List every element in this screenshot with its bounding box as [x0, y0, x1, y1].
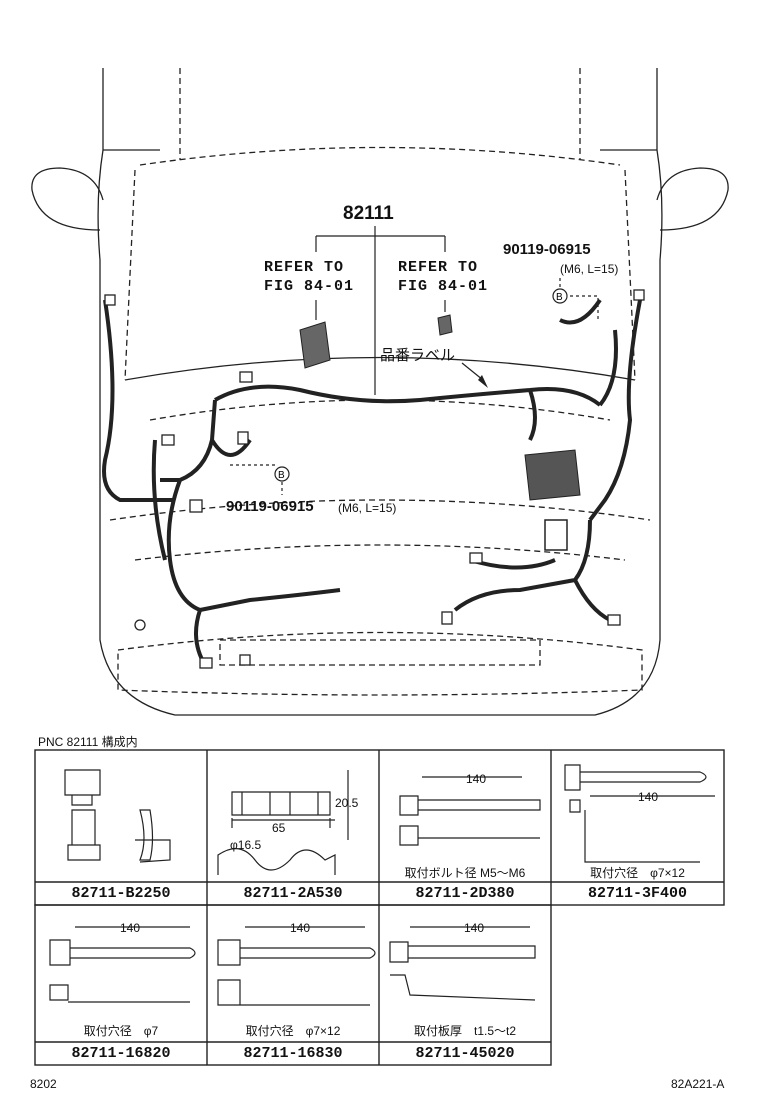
table-title: PNC 82111 構成内 — [38, 735, 138, 749]
dim-140-c7: 140 — [464, 921, 485, 935]
note-c5: 取付穴径 φ7 — [83, 1024, 159, 1038]
bolt-mid-spec: (M6, L=15) — [338, 501, 397, 515]
pn-82711-B2250: 82711-B2250 — [71, 885, 171, 902]
dim-140-c3: 140 — [466, 772, 487, 786]
footer-figure-code: 82A221-A — [671, 1077, 725, 1091]
parts-table-grid — [34, 749, 725, 1066]
pn-82711-2D380: 82711-2D380 — [415, 885, 515, 902]
bolt-top-part-number: 90119-06915 — [503, 241, 591, 258]
pn-82711-45020: 82711-45020 — [415, 1045, 515, 1062]
refer-left-line1: REFER TO — [264, 259, 345, 276]
bolt-top-spec: (M6, L=15) — [560, 262, 619, 276]
pn-82711-16830: 82711-16830 — [243, 1045, 343, 1062]
dim-140-c5: 140 — [120, 921, 141, 935]
refer-left-line2: FIG 84-01 — [264, 278, 355, 295]
clip-sketches — [49, 764, 715, 1006]
marker-b-top-letter: B — [556, 292, 563, 303]
right-mirror — [656, 167, 729, 231]
pn-82711-2A530: 82711-2A530 — [243, 885, 343, 902]
note-c3: 取付ボルト径 M5～M6 — [404, 866, 526, 880]
relay-block-left — [299, 321, 331, 369]
refer-right-line2: FIG 84-01 — [398, 278, 489, 295]
pn-82711-3F400: 82711-3F400 — [587, 885, 688, 902]
dim-140-c6: 140 — [290, 921, 311, 935]
footer-page-code: 8202 — [30, 1077, 57, 1091]
dim-65: 65 — [272, 821, 286, 835]
pn-82711-16820: 82711-16820 — [71, 1045, 171, 1062]
dim-140-c4: 140 — [638, 790, 659, 804]
note-c7: 取付板厚 t1.5～t2 — [413, 1024, 517, 1038]
left-mirror — [31, 167, 104, 231]
marker-b-mid — [274, 466, 290, 482]
dim-20-5: 20.5 — [335, 796, 359, 810]
note-c6: 取付穴径 φ7×12 — [245, 1024, 341, 1038]
dim-phi16-5: φ16.5 — [230, 838, 262, 852]
part-number-label-jp: 品番ラベル — [380, 347, 456, 364]
main-part-number: 82111 — [343, 203, 394, 224]
relay-block-right — [437, 314, 453, 336]
marker-b-top — [552, 288, 568, 304]
relay-box — [524, 449, 581, 501]
note-c4: 取付穴径 φ7×12 — [590, 866, 685, 880]
car-body-outline — [97, 68, 663, 716]
marker-b-mid-letter: B — [278, 470, 285, 481]
refer-right-line1: REFER TO — [398, 259, 479, 276]
bolt-mid-part-number: 90119-06915 — [226, 498, 314, 515]
